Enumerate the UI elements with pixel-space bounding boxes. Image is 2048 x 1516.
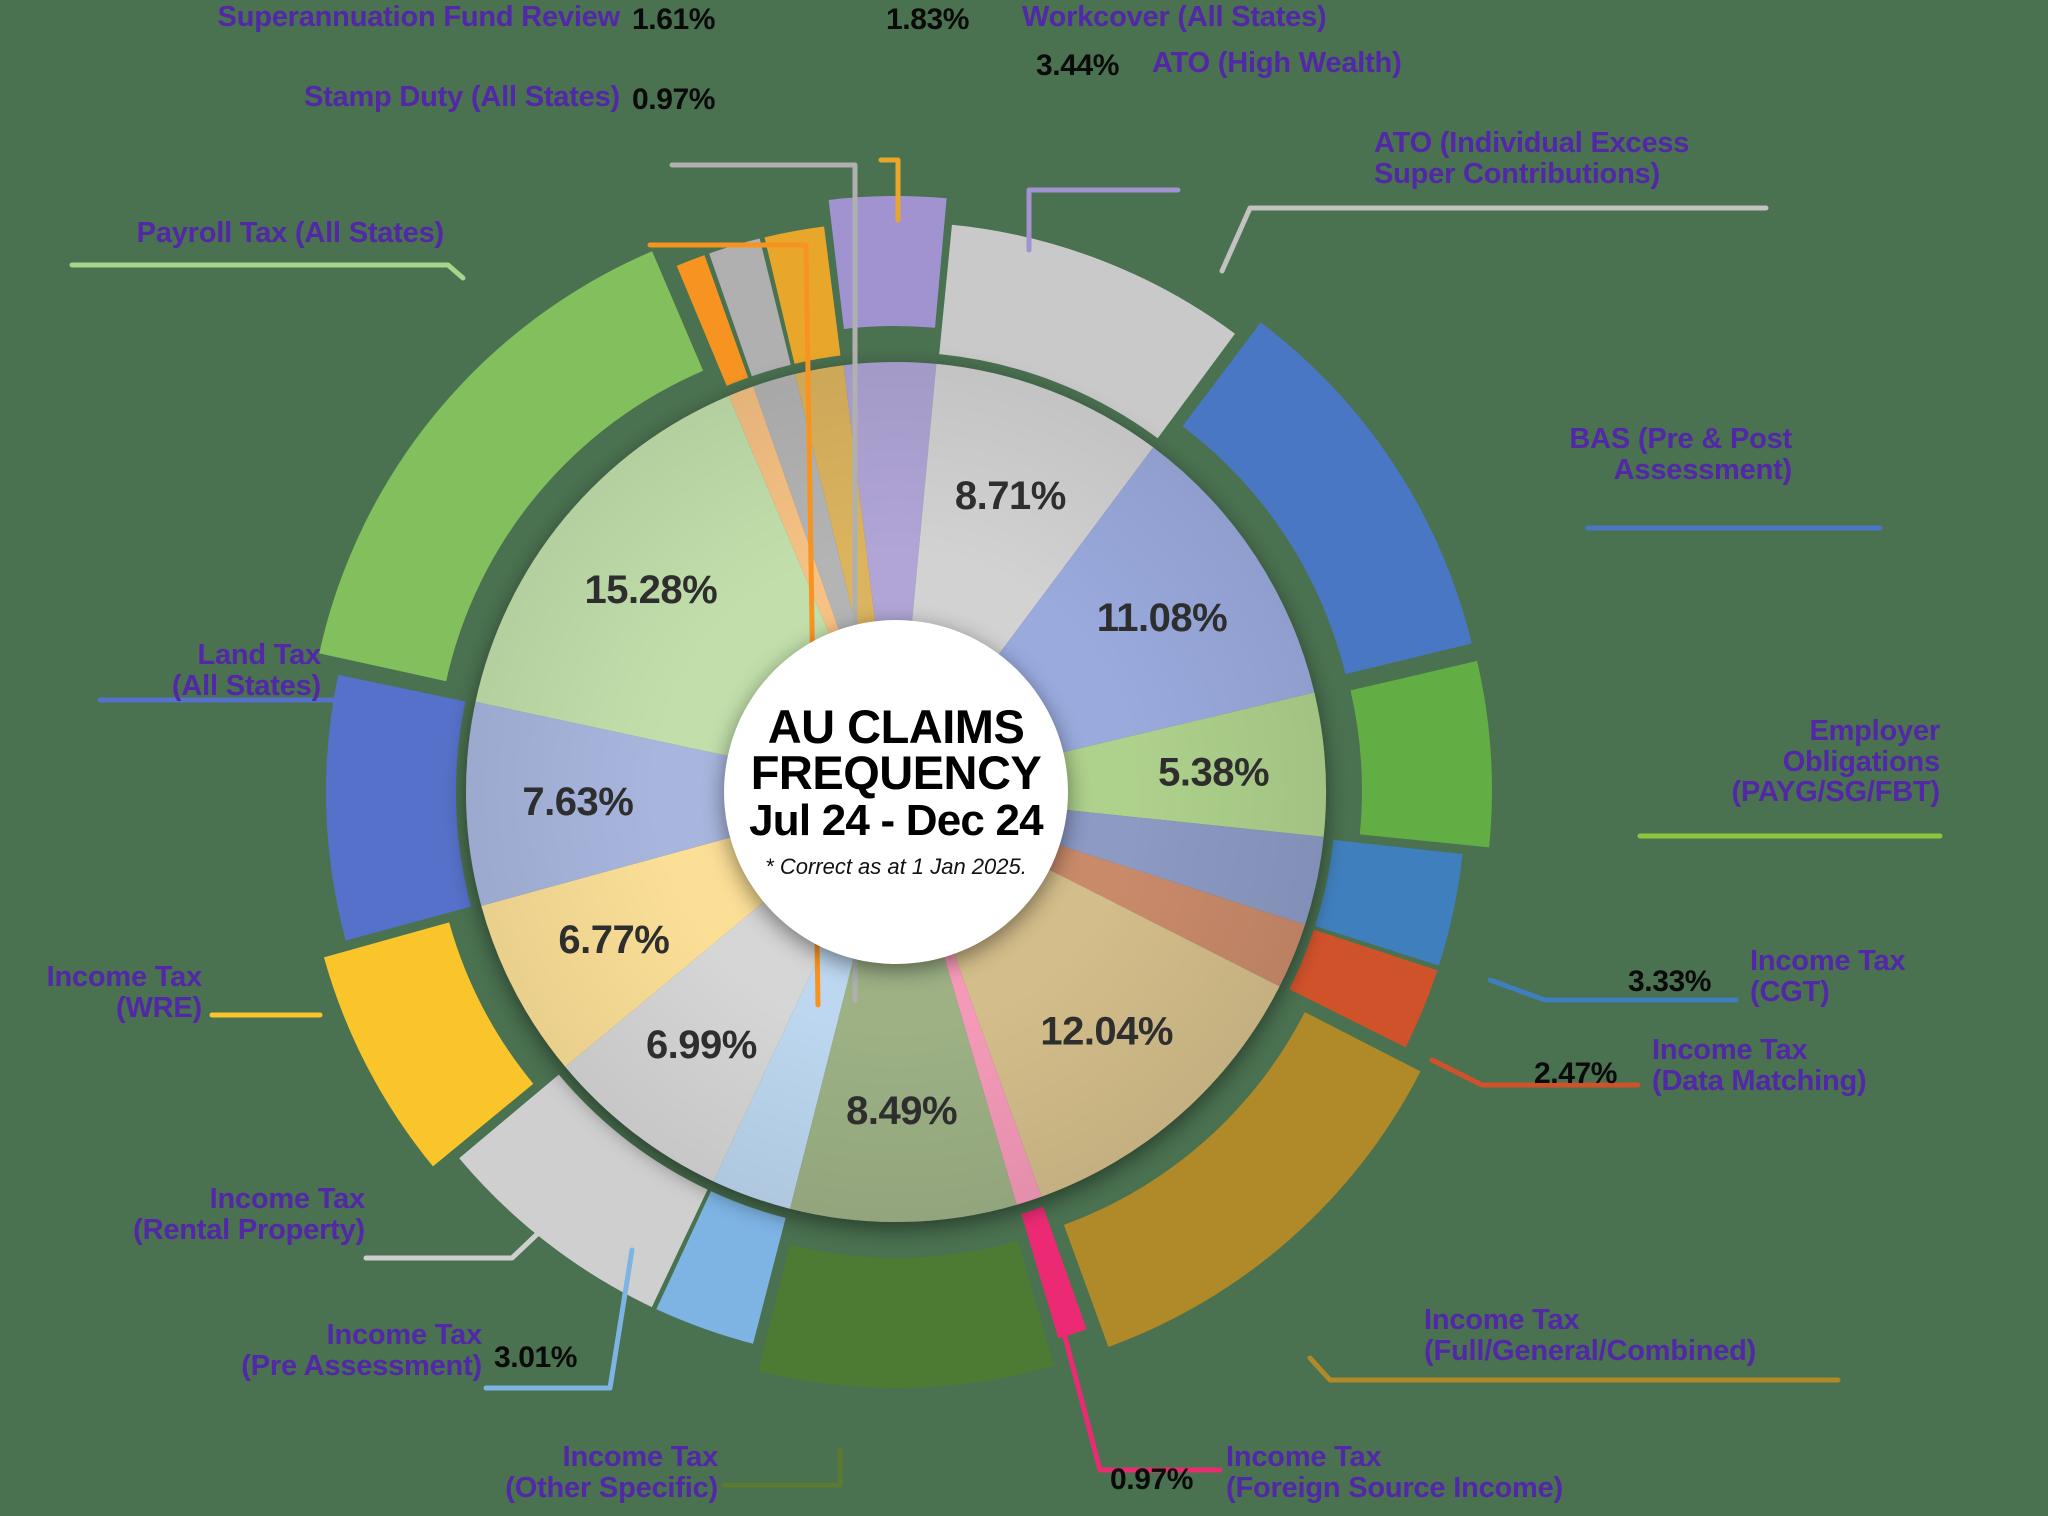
leader-line — [721, 1447, 843, 1488]
leader-line — [1307, 1355, 1841, 1383]
callout-label-payroll-tax[interactable]: Payroll Tax (All States) — [136, 217, 445, 249]
hub-title-line1: AU CLAIMS — [767, 700, 1025, 754]
callout-label-income-tax-rental-property[interactable]: Income Tax (Rental Property) — [133, 1183, 365, 1246]
leader-line — [1026, 187, 1181, 253]
callout-value-income-tax-data-matching: 2.47% — [1534, 1057, 1618, 1090]
callout-value-income-tax-pre-assessment: 3.01% — [494, 1341, 578, 1374]
hub-title-line3: Jul 24 - Dec 24 — [749, 796, 1044, 846]
leader-line — [1487, 977, 1739, 1003]
callout-value-income-tax-foreign: 0.97% — [1110, 1463, 1194, 1496]
callout-label-land-tax[interactable]: Land Tax (All States) — [171, 639, 321, 702]
ring-segment[interactable] — [758, 1240, 1054, 1388]
callout-label-income-tax-wre[interactable]: Income Tax (WRE) — [46, 961, 203, 1024]
ring-segment[interactable] — [828, 196, 947, 330]
callout-label-bas[interactable]: BAS (Pre & Post Assessment) — [1569, 423, 1792, 486]
ring-segment[interactable] — [1021, 1206, 1087, 1339]
callout-label-income-tax-foreign-source-income[interactable]: Income Tax (Foreign Source Income) — [1226, 1441, 1563, 1504]
slice-percent-label: 15.28% — [585, 568, 718, 612]
callout-value-income-tax-cgt: 3.33% — [1628, 965, 1712, 998]
slice-percent-label: 6.77% — [558, 918, 669, 962]
callout-value-superannuation-fund-review: 1.61% — [632, 3, 716, 36]
slice-percent-label: 12.04% — [1040, 1010, 1173, 1054]
callout-label-ato-excess-super[interactable]: ATO (Individual Excess Super Contributio… — [1374, 127, 1690, 190]
ring-segment[interactable] — [676, 255, 749, 386]
slice-percent-labels: 8.71% 11.08% 5.38% 12.04% 8.49% 6.99% 6.77% 7.6… — [522, 474, 1269, 1133]
slice-percent-label: 8.49% — [846, 1089, 957, 1133]
callout-value-workcover: 1.83% — [886, 3, 970, 36]
ring-segment[interactable] — [656, 1191, 786, 1344]
callout-label-income-tax-pre-assessment[interactable]: Income Tax (Pre Assessment) — [241, 1319, 482, 1382]
leader-line — [69, 262, 466, 281]
slice-percent-label: 6.99% — [646, 1023, 757, 1067]
center-hub: AU CLAIMS FREQUENCY Jul 24 - Dec 24 * Co… — [724, 620, 1068, 964]
callout-label-employer-obligations[interactable]: Employer Obligations (PAYG/SG/FBT) — [1731, 715, 1941, 809]
slice-percent-label: 8.71% — [955, 474, 1066, 518]
slice-percent-label: 11.08% — [1097, 596, 1227, 640]
callout-label-superannuation-fund-review[interactable]: Superannuation Fund Review — [217, 1, 621, 33]
callout-label-income-tax-data-matching[interactable]: Income Tax (Data Matching) — [1652, 1034, 1867, 1097]
callout-label-stamp-duty[interactable]: Stamp Duty (All States) — [303, 81, 620, 113]
leader-line — [1057, 1315, 1223, 1473]
hub-title-line2: FREQUENCY — [750, 746, 1042, 800]
callout-label-income-tax-cgt[interactable]: Income Tax (CGT) — [1750, 945, 1906, 1008]
hub-footnote: * Correct as at 1 Jan 2025. — [765, 853, 1027, 879]
leader-line — [1429, 1057, 1641, 1088]
callout-label-workcover[interactable]: Workcover (All States) — [1022, 1, 1327, 33]
leader-line — [363, 1219, 553, 1261]
callout-label-income-tax-full-general-combined[interactable]: Income Tax (Full/General/Combined) — [1424, 1304, 1757, 1367]
leader-line — [878, 157, 901, 223]
callout-value-stamp-duty: 0.97% — [632, 83, 716, 116]
callout-label-ato-high-wealth[interactable]: ATO (High Wealth) — [1152, 47, 1402, 79]
ring-segment[interactable] — [1350, 660, 1492, 848]
callout-label-income-tax-other-specific[interactable]: Income Tax (Other Specific) — [505, 1441, 718, 1504]
leader-line — [1219, 205, 1769, 274]
ring-segment[interactable] — [1289, 929, 1438, 1048]
callout-value-ato-high-wealth: 3.44% — [1036, 49, 1120, 82]
ring-segment[interactable] — [764, 226, 841, 364]
ring-segment[interactable] — [1315, 839, 1463, 966]
ring-segment[interactable] — [709, 238, 791, 377]
slice-percent-label: 5.38% — [1158, 751, 1269, 795]
leader-line — [483, 1247, 635, 1391]
ring-segment[interactable] — [326, 674, 472, 941]
slice-percent-label: 7.63% — [522, 780, 633, 824]
